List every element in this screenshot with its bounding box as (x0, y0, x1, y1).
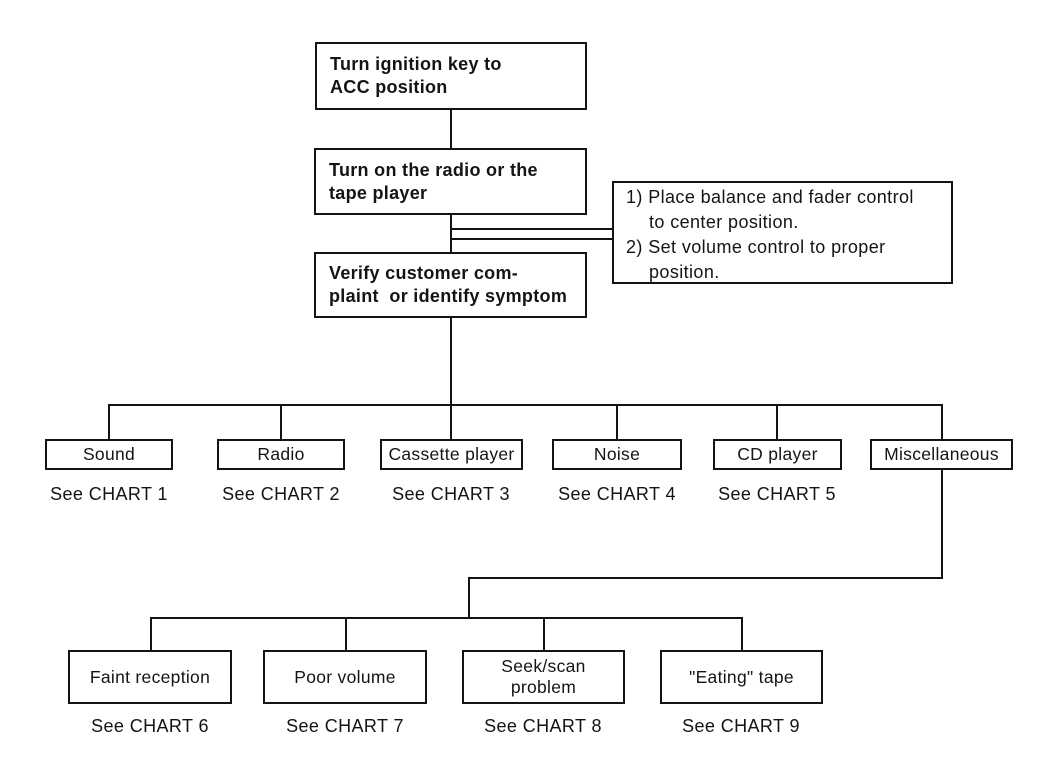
category-box-cd-player: CD player (713, 439, 842, 470)
step-text-line: Turn on the radio or the (329, 159, 538, 180)
step-box-turn-on-radio: Turn on the radio or the tape player (314, 148, 587, 215)
step-box-ignition: Turn ignition key to ACC position (315, 42, 587, 110)
connector-misc-to-level2 (468, 577, 470, 619)
symptom-box-faint-reception: Faint reception (68, 650, 232, 704)
see-chart-label-6: See CHART 6 (91, 716, 209, 736)
note-line: 2) Set volume control to proper (626, 237, 886, 257)
drop-line-cd (776, 404, 778, 439)
step-box-verify-complaint: Verify customer com- plaint or identify … (314, 252, 587, 318)
connector-step2-step3 (450, 213, 452, 252)
note-line: 1) Place balance and fader control (626, 187, 914, 207)
symptom-label: Faint reception (89, 666, 211, 687)
connector-misc-across (468, 577, 943, 579)
step-text-line: Turn ignition key to (330, 54, 502, 74)
symptom-box-eating-tape: "Eating" tape (660, 650, 823, 704)
drop-line-sound (108, 404, 110, 439)
category-label: CD player (737, 444, 818, 464)
see-chart-label-2: See CHART 2 (222, 484, 340, 504)
drop-line-eating-tape (741, 617, 743, 650)
symptom-label: Poor volume (294, 666, 396, 687)
category-label: Cassette player (388, 444, 515, 464)
connector-step1-step2 (450, 108, 452, 148)
category-label: Sound (82, 444, 136, 464)
step-text-line: plaint or identify symptom (329, 286, 568, 306)
connector-misc-down (941, 470, 943, 579)
drop-line-poor-volume (345, 617, 347, 650)
connector-note-top (452, 228, 612, 230)
note-line: position. (649, 262, 720, 282)
connector-note-bottom (452, 238, 612, 240)
category-label: Radio (257, 444, 305, 464)
symptom-label-line: Seek/scan (501, 656, 586, 676)
see-chart-label-3: See CHART 3 (392, 484, 510, 504)
category-label: Miscellaneous (884, 444, 999, 464)
see-chart-label-8: See CHART 8 (484, 716, 602, 736)
step-text-line: ACC position (330, 77, 448, 97)
drop-line-noise (616, 404, 618, 439)
drop-line-faint-reception (150, 617, 152, 650)
category-box-noise: Noise (552, 439, 682, 470)
category-box-sound: Sound (45, 439, 173, 470)
drop-line-radio (280, 404, 282, 439)
see-chart-label-4: See CHART 4 (558, 484, 676, 504)
see-chart-label-5: See CHART 5 (718, 484, 836, 504)
symptom-box-poor-volume: Poor volume (263, 650, 427, 704)
category-box-cassette-player: Cassette player (380, 439, 523, 470)
drop-line-seek-scan (543, 617, 545, 650)
note-box-controls-setup: 1) Place balance and fader control to ce… (612, 181, 953, 284)
symptom-box-seek-scan-problem: Seek/scan problem (462, 650, 625, 704)
see-chart-label-1: See CHART 1 (50, 484, 168, 504)
branch-line-level2 (150, 617, 743, 619)
step-text-line: tape player (329, 182, 428, 203)
step-text-line: Verify customer com- (329, 263, 519, 283)
note-line: to center position. (649, 212, 799, 232)
see-chart-label-7: See CHART 7 (286, 716, 404, 736)
symptom-label: "Eating" tape (689, 666, 794, 687)
see-chart-label-9: See CHART 9 (682, 716, 800, 736)
category-box-miscellaneous: Miscellaneous (870, 439, 1013, 470)
symptom-label-line: problem (510, 677, 577, 697)
connector-step3-branch (450, 316, 452, 405)
drop-line-cassette (450, 404, 452, 439)
category-box-radio: Radio (217, 439, 345, 470)
drop-line-misc (941, 404, 943, 439)
category-label: Noise (593, 444, 641, 464)
branch-line-level1 (108, 404, 943, 406)
